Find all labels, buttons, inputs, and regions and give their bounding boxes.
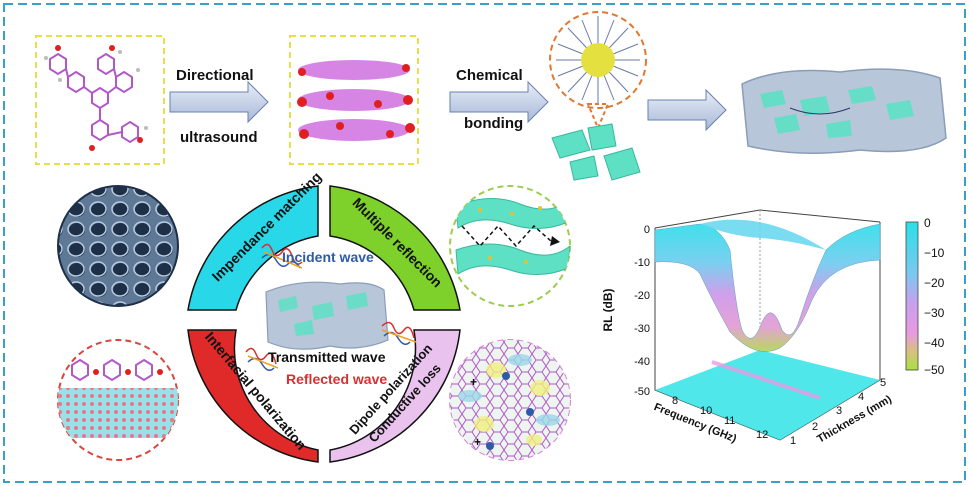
- x-tick-0: 8: [672, 395, 678, 407]
- x-tick-2: 11: [724, 415, 735, 427]
- incident-wave-label: Incident wave: [282, 249, 374, 265]
- z-tick-5: -50: [634, 386, 650, 398]
- composite-block: [741, 68, 947, 154]
- cbar-tick-4: −40: [924, 336, 945, 350]
- z-ticks: 0 -10 -20 -30 -40 -50: [634, 224, 650, 398]
- arrow-chemical-bonding: [449, 80, 549, 124]
- chart-surface: [654, 223, 881, 352]
- porous-structure-inset: [57, 185, 179, 307]
- floor-min-band: [711, 360, 821, 400]
- cbar-tick-5: −50: [924, 363, 945, 377]
- z-tick-3: -30: [634, 323, 650, 335]
- x-ticks: 8 10 11 12: [672, 395, 768, 441]
- step1-label-line1: Directional: [176, 67, 254, 84]
- center-absorber-block: [265, 281, 389, 350]
- z-tick-4: -40: [634, 356, 650, 368]
- y-tick-3: 4: [858, 391, 864, 403]
- step2-label-line2: bonding: [464, 115, 523, 132]
- z-tick-0: 0: [644, 224, 650, 236]
- z-tick-1: -10: [634, 257, 650, 269]
- colorbar: [905, 221, 919, 371]
- z-axis-label: RL (dB): [601, 288, 615, 331]
- reflected-wave-label: Reflected wave: [286, 371, 387, 387]
- incident-wave-glyph: [261, 243, 303, 269]
- cbar-tick-3: −30: [924, 306, 945, 320]
- dipole-structure-inset: ++: [449, 339, 571, 461]
- colorbar-ticks: 0 −10 −20 −30 −40 −50: [924, 216, 945, 377]
- svg-text:+: +: [470, 375, 477, 389]
- arrow-directional-ultrasound: [169, 80, 269, 124]
- reflected-wave-glyph: [245, 347, 279, 371]
- nanosheet-flakes: [551, 123, 641, 181]
- transmitted-wave-label: Transmitted wave: [268, 349, 386, 365]
- x-tick-1: 10: [700, 405, 712, 417]
- z-tick-2: -20: [634, 290, 650, 302]
- y-tick-0: 1: [790, 435, 796, 447]
- chart-floor-projection: [655, 350, 880, 440]
- cbar-tick-2: −20: [924, 276, 945, 290]
- y-ticks: 1 2 3 4 5: [790, 377, 886, 447]
- interface-structure-inset: [57, 339, 179, 461]
- multiple-reflection-inset: [449, 185, 571, 307]
- cbar-tick-1: −10: [924, 246, 945, 260]
- transmitted-wave-glyph: [381, 321, 417, 345]
- micelle-inset: [549, 11, 647, 131]
- step1-label-line2: ultrasound: [180, 129, 258, 146]
- step2-label-line1: Chemical: [456, 67, 523, 84]
- monomer-structure-box: [35, 35, 165, 165]
- svg-text:+: +: [474, 435, 481, 449]
- stacked-layers-box: [289, 35, 419, 165]
- outer-border: [3, 3, 966, 483]
- x-tick-3: 12: [756, 429, 768, 441]
- chart-surface-top: [700, 219, 826, 250]
- y-tick-2: 3: [836, 405, 842, 417]
- cbar-tick-0: 0: [924, 216, 931, 230]
- y-tick-4: 5: [880, 377, 886, 389]
- arrow-to-composite: [647, 88, 727, 132]
- y-tick-1: 2: [812, 421, 818, 433]
- rl-surface-chart: 0 -10 -20 -30 -40 -50 RL (dB) 8 10 11 12…: [601, 209, 945, 447]
